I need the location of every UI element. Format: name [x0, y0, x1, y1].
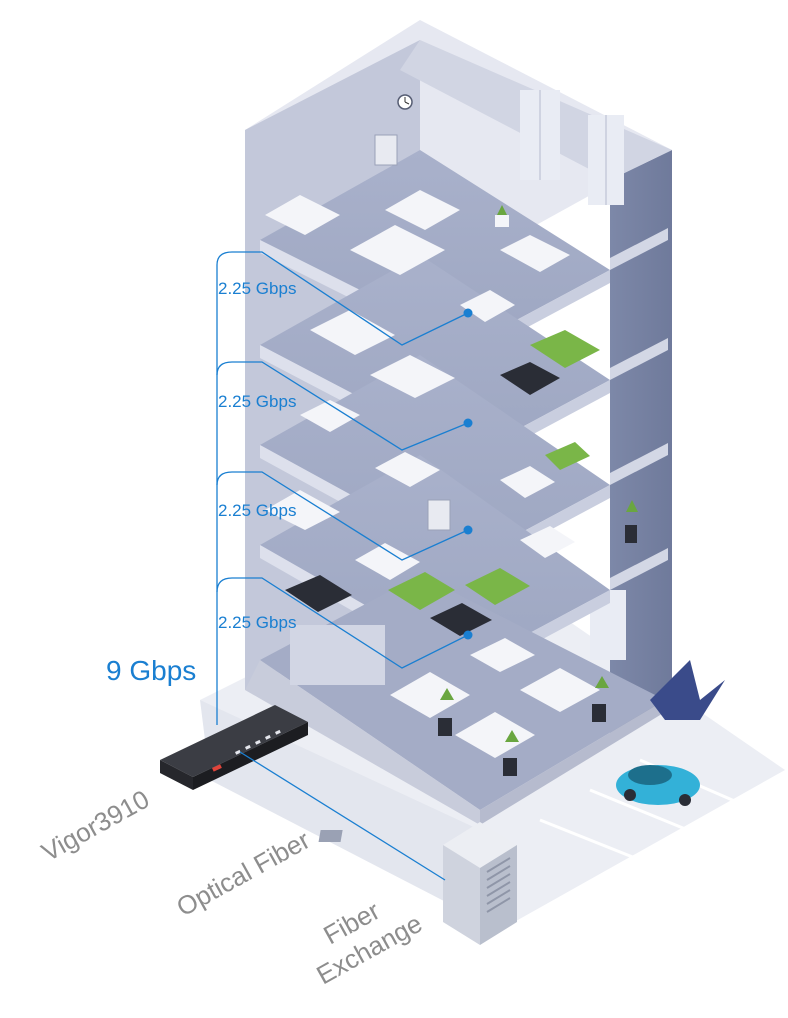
vigor3910-router: [160, 705, 308, 790]
bandwidth-labels: 2.25 Gbps 2.25 Gbps 2.25 Gbps 2.25 Gbps …: [106, 279, 296, 686]
link-endpoints: [463, 308, 473, 640]
floor-link-label: 2.25 Gbps: [218, 501, 296, 520]
endpoint-floor-1: [463, 308, 473, 318]
fiber-label: Optical Fiber: [171, 824, 315, 922]
car: [616, 765, 700, 806]
total-bandwidth-label: 9 Gbps: [106, 655, 196, 686]
floor-link-label: 2.25 Gbps: [218, 279, 296, 298]
floor-link-label: 2.25 Gbps: [218, 613, 296, 632]
endpoint-floor-4: [463, 630, 473, 640]
fiber-exchange-cabinet: [318, 822, 517, 945]
floor-link-label: 2.25 Gbps: [218, 392, 296, 411]
network-links: [216, 251, 469, 881]
endpoint-floor-2: [463, 418, 473, 428]
endpoint-floor-3: [463, 525, 473, 535]
router-label: Vigor3910: [36, 784, 154, 867]
furniture: [265, 134, 725, 776]
